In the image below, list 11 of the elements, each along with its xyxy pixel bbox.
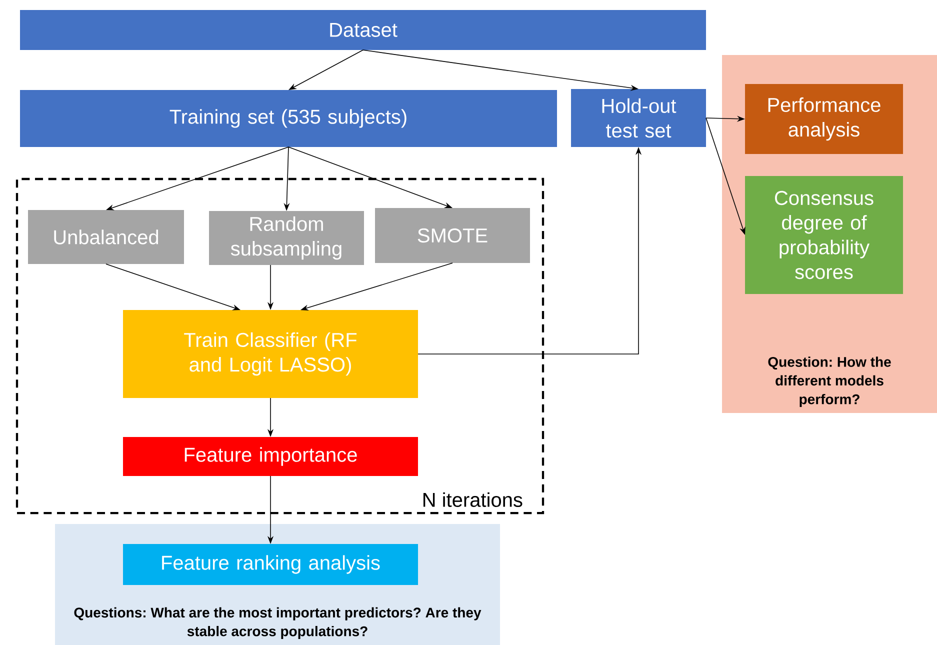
process-box: Random subsampling <box>209 211 364 265</box>
process-box: Performance analysis <box>745 84 904 154</box>
process-box: Feature importance <box>123 437 418 476</box>
process-box: Train Classifier (RF and Logit LASSO) <box>123 310 418 398</box>
process-box: Consensus degree of probability scores <box>745 176 904 294</box>
process-box: Dataset <box>20 10 706 50</box>
process-box: Unbalanced <box>28 210 184 264</box>
process-box: Feature ranking analysis <box>123 544 418 585</box>
process-box: Hold-out test set <box>571 89 706 147</box>
process-box: SMOTE <box>375 208 530 263</box>
process-box: Training set (535 subjects) <box>20 90 557 147</box>
